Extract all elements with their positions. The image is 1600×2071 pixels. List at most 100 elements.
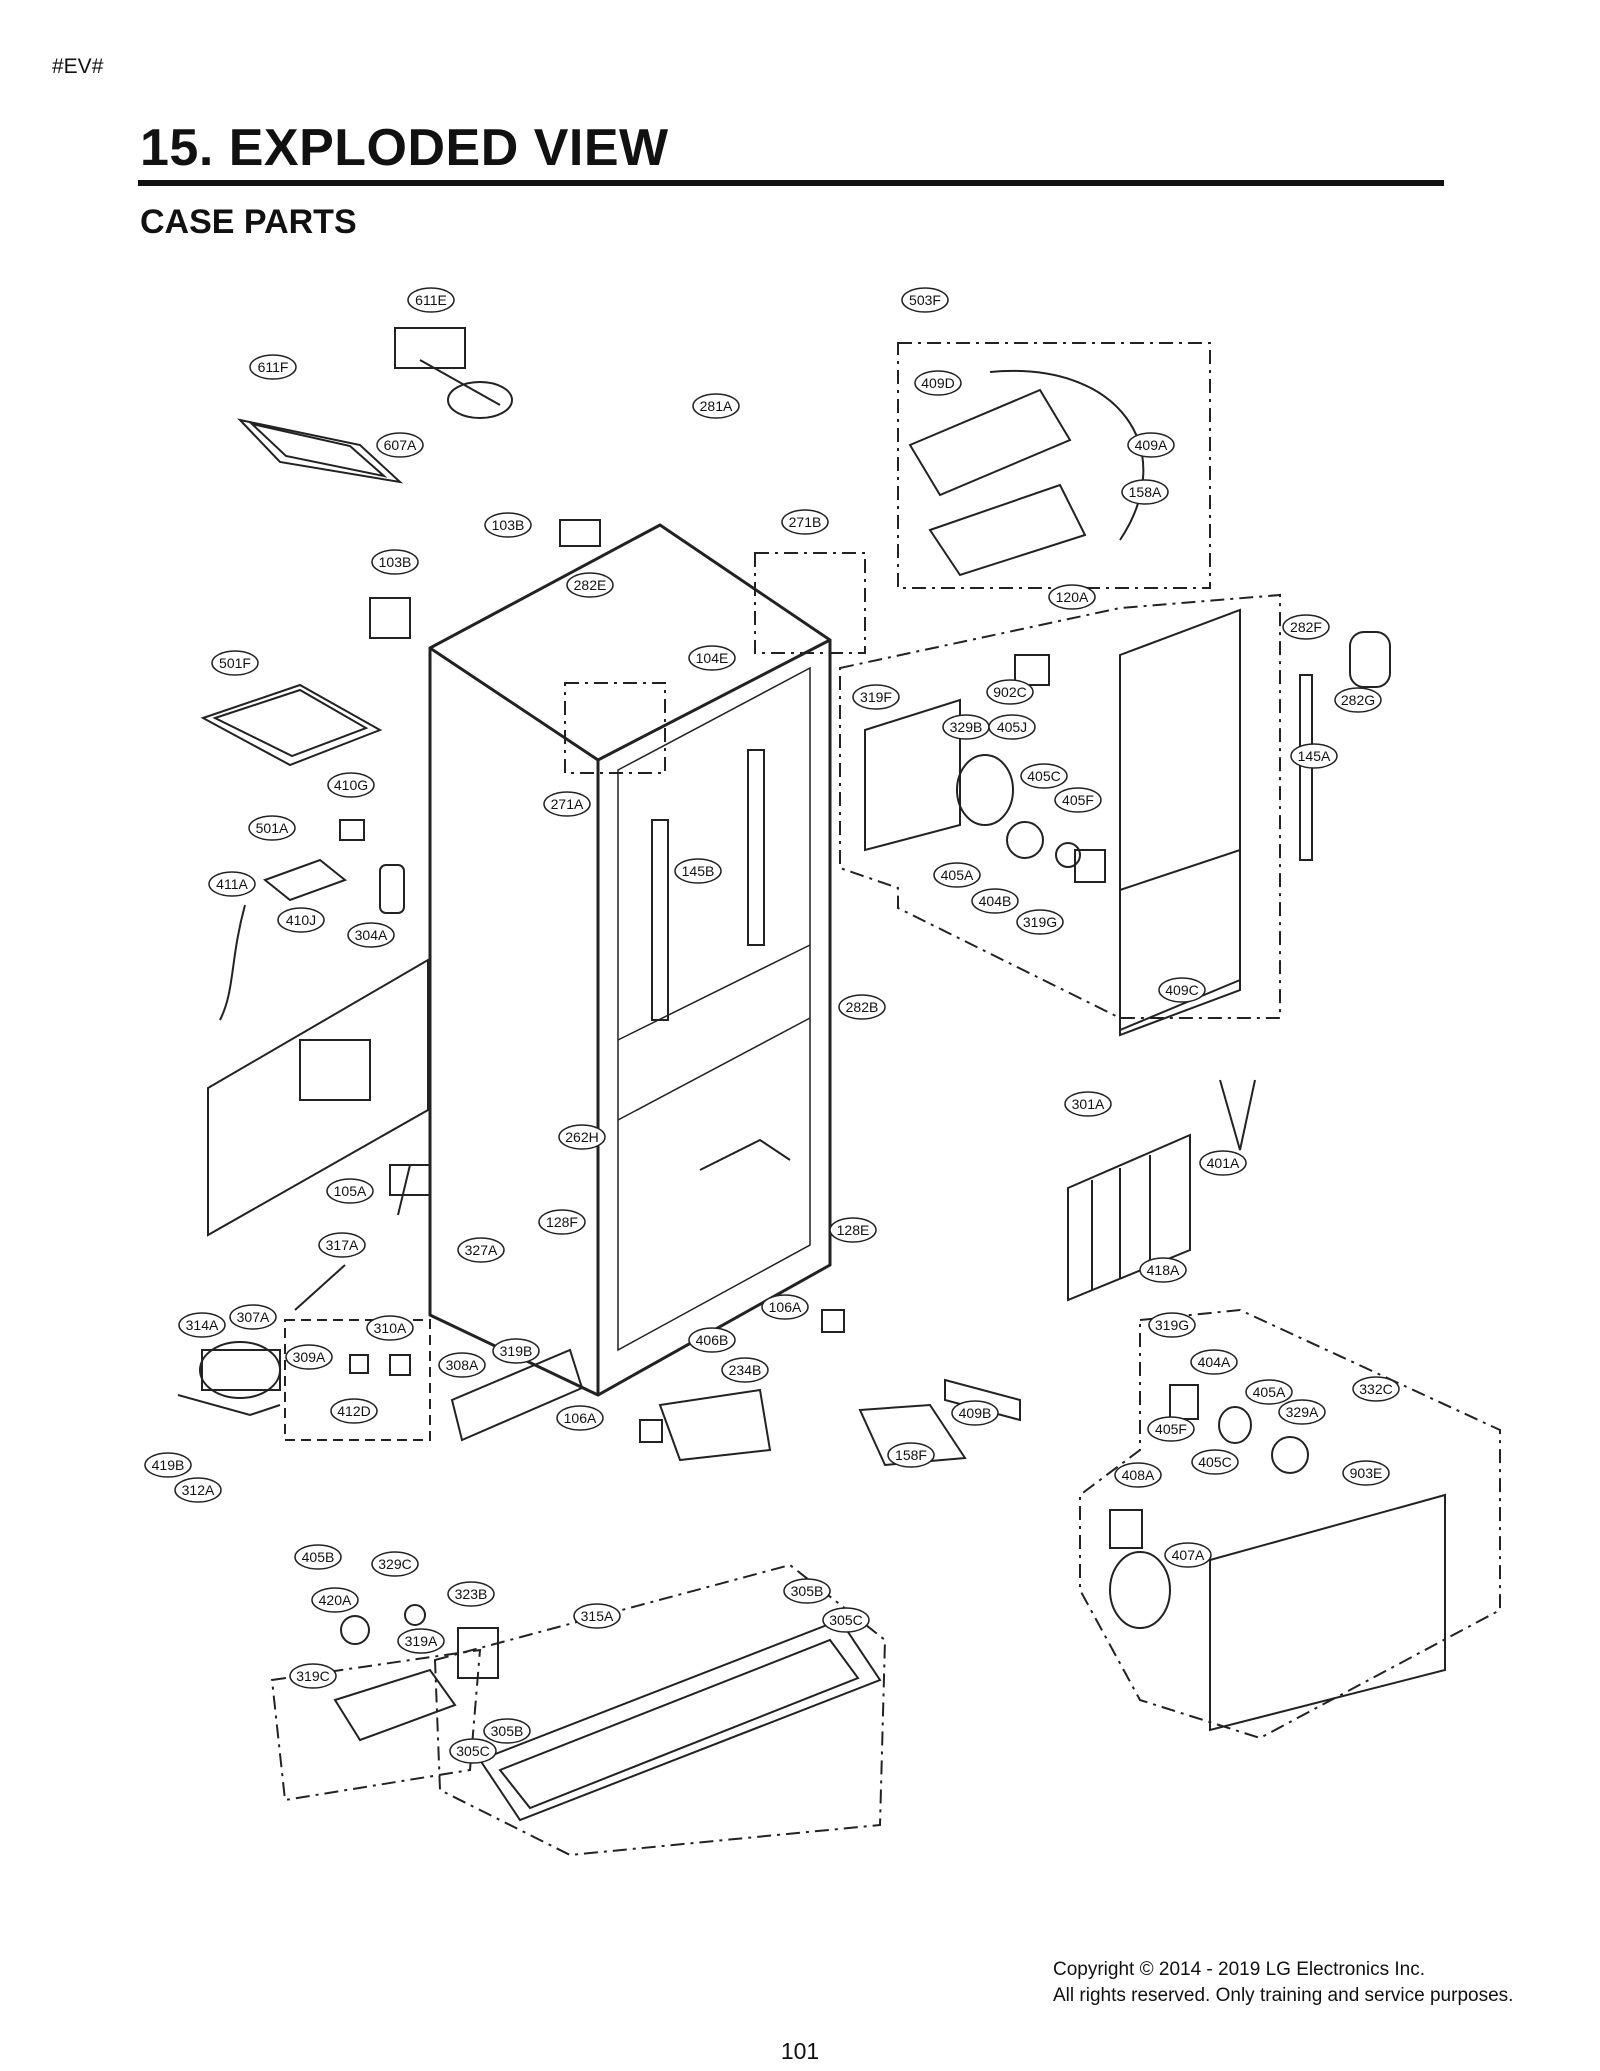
callout-bubble: [376, 432, 424, 458]
callout-bubble: [887, 1442, 935, 1468]
part-callout: 327A: [457, 1237, 505, 1263]
part-callout: 405C: [1191, 1449, 1239, 1475]
callout-bubble: [721, 1357, 769, 1383]
callout-label: 404A: [1198, 1354, 1231, 1370]
callout-label: 404B: [979, 893, 1012, 909]
part-callout: 105A: [326, 1178, 374, 1204]
callout-bubble: [492, 1338, 540, 1364]
callout-label: 408A: [1122, 1467, 1155, 1483]
callout-label: 271B: [789, 514, 822, 530]
callout-label: 104E: [696, 650, 729, 666]
part-callout: 611F: [249, 354, 297, 380]
part-callout: 317A: [318, 1232, 366, 1258]
callout-label: 319G: [1023, 914, 1057, 930]
part-callout: 405B: [294, 1544, 342, 1570]
part-callout: 315A: [573, 1603, 621, 1629]
callout-bubble: [449, 1738, 497, 1764]
cabinet-drawing: [428, 523, 832, 1397]
callout-label: 405A: [941, 867, 974, 883]
part-callout: 305B: [783, 1578, 831, 1604]
callout-label: 406B: [696, 1332, 729, 1348]
callout-label: 611F: [258, 359, 289, 375]
part-callout: 307A: [229, 1304, 277, 1330]
section-subtitle: CASE PARTS: [140, 203, 357, 241]
callout-bubble: [438, 1352, 486, 1378]
icemaker-drawing: [394, 327, 513, 419]
tray-drawing: [237, 418, 404, 484]
callout-label: 106A: [564, 1410, 597, 1426]
callout-bubble: [573, 1603, 621, 1629]
callout-label: 323B: [455, 1586, 488, 1602]
callout-label: 319C: [296, 1668, 329, 1684]
callout-label: 304A: [355, 927, 388, 943]
callout-label: 407A: [1172, 1547, 1205, 1563]
callout-bubble: [822, 1607, 870, 1633]
callout-bubble: [1121, 479, 1169, 505]
copyright-line-1: Copyright © 2014 - 2019 LG Electronics I…: [1053, 1959, 1426, 1980]
callout-bubble: [556, 1405, 604, 1431]
callout-bubble: [543, 791, 591, 817]
callout-bubble: [447, 1581, 495, 1607]
callout-label: 103B: [492, 517, 525, 533]
pcb-drawing: [262, 819, 405, 914]
callout-label: 420A: [319, 1592, 352, 1608]
compressor-drawing: [177, 1341, 411, 1417]
callout-bubble: [1282, 614, 1330, 640]
cover-plate-drawing: [559, 519, 601, 547]
callout-bubble: [1127, 432, 1175, 458]
callout-label: 419B: [152, 1457, 185, 1473]
callout-bubble: [1016, 909, 1064, 935]
callout-label: 128F: [546, 1214, 578, 1230]
callout-bubble: [1342, 1460, 1390, 1486]
callout-label: 607A: [384, 437, 417, 453]
callout-label: 611E: [415, 292, 447, 308]
callout-label: 410J: [286, 912, 316, 928]
callout-bubble: [366, 1315, 414, 1341]
part-callout: 607A: [376, 432, 424, 458]
callout-label: 282B: [846, 999, 879, 1015]
callout-label: 401A: [1207, 1155, 1240, 1171]
callout-label: 409A: [1135, 437, 1168, 453]
callout-bubble: [1190, 1349, 1238, 1375]
part-callout: 305B: [483, 1718, 531, 1744]
callout-bubble: [285, 1344, 333, 1370]
cover-drawing: [200, 683, 383, 767]
part-callout: 301A: [1064, 1091, 1112, 1117]
callout-label: 128E: [837, 1222, 870, 1238]
fan-motor-drawing: [333, 1604, 499, 1742]
hinge-cover-drawing: [658, 1378, 1021, 1467]
condenser-fan-drawing: [389, 1164, 431, 1196]
drain-pan-drawing: [450, 1348, 584, 1442]
callout-label: 282E: [574, 577, 607, 593]
part-callout: 282E: [566, 572, 614, 598]
part-callout: 418A: [1139, 1257, 1187, 1283]
callout-label: 317A: [326, 1237, 359, 1253]
callout-label: 332C: [1359, 1381, 1392, 1397]
machine-room-box: [284, 1319, 431, 1441]
callout-bubble: [484, 512, 532, 538]
callout-bubble: [688, 645, 736, 671]
callout-bubble: [1048, 584, 1096, 610]
callout-label: 501F: [219, 655, 251, 671]
part-callout: 419B: [144, 1452, 192, 1478]
callout-bubble: [483, 1718, 531, 1744]
callout-bubble: [1054, 787, 1102, 813]
callout-bubble: [174, 1477, 222, 1503]
part-callout: 145A: [1290, 743, 1338, 769]
part-callout: 103B: [371, 549, 419, 575]
part-callout: 282F: [1282, 614, 1330, 640]
callout-label: 234B: [729, 1362, 762, 1378]
callout-label: 411A: [216, 876, 248, 892]
part-callout: 503F: [901, 287, 949, 313]
callout-bubble: [326, 1178, 374, 1204]
callout-label: 410G: [334, 777, 368, 793]
callout-bubble: [249, 354, 297, 380]
callout-bubble: [311, 1587, 359, 1613]
callout-bubble: [783, 1578, 831, 1604]
leveling-foot-drawing: [821, 1309, 845, 1333]
part-callout: 404A: [1190, 1349, 1238, 1375]
callout-label: 329C: [378, 1556, 411, 1572]
callout-bubble: [144, 1452, 192, 1478]
part-callout: 312A: [174, 1477, 222, 1503]
